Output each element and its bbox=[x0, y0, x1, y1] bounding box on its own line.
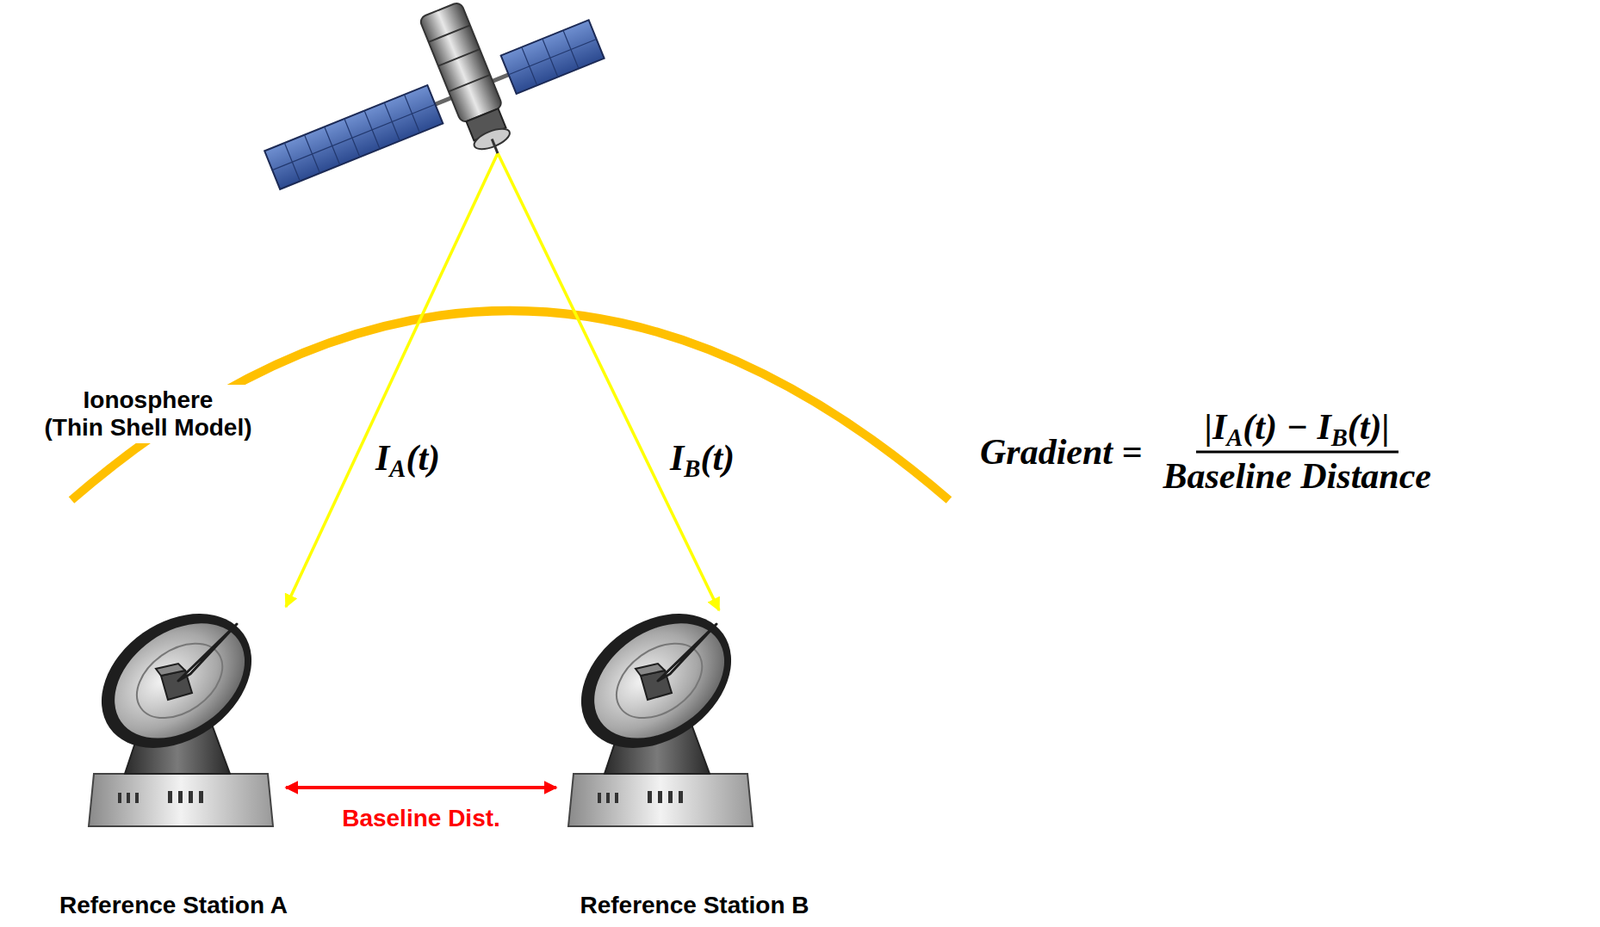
station-node: Reference Station B bbox=[561, 601, 761, 828]
signal-path bbox=[285, 153, 498, 608]
numerator: |IA(t) − IB(t)| bbox=[1196, 406, 1399, 454]
denominator: Baseline Distance bbox=[1153, 453, 1440, 497]
signal-label: IB(t) bbox=[669, 437, 735, 479]
subscript: B bbox=[1331, 423, 1348, 451]
formula: Gradient = |IA(t) − IB(t)|Baseline Distan… bbox=[979, 406, 1440, 497]
subscript: A bbox=[1226, 423, 1243, 451]
formula-term: Gradient = bbox=[979, 430, 1142, 472]
dish-antenna bbox=[555, 586, 757, 827]
edge-label: Baseline Dist. bbox=[338, 805, 504, 833]
station-label: Reference Station A bbox=[59, 892, 288, 920]
baseline-arrow bbox=[285, 786, 557, 790]
subscript: A bbox=[389, 455, 406, 483]
signal-label: IA(t) bbox=[375, 437, 441, 479]
signal-path bbox=[497, 153, 720, 611]
layer-label: Ionosphere (Thin Shell Model) bbox=[38, 384, 257, 444]
dish-antenna bbox=[75, 586, 278, 827]
fraction: |IA(t) − IB(t)|Baseline Distance bbox=[1153, 406, 1440, 497]
satellite bbox=[240, 0, 623, 235]
subscript: B bbox=[683, 455, 701, 483]
station-node: Reference Station A bbox=[81, 601, 281, 828]
station-label: Reference Station B bbox=[579, 892, 809, 920]
